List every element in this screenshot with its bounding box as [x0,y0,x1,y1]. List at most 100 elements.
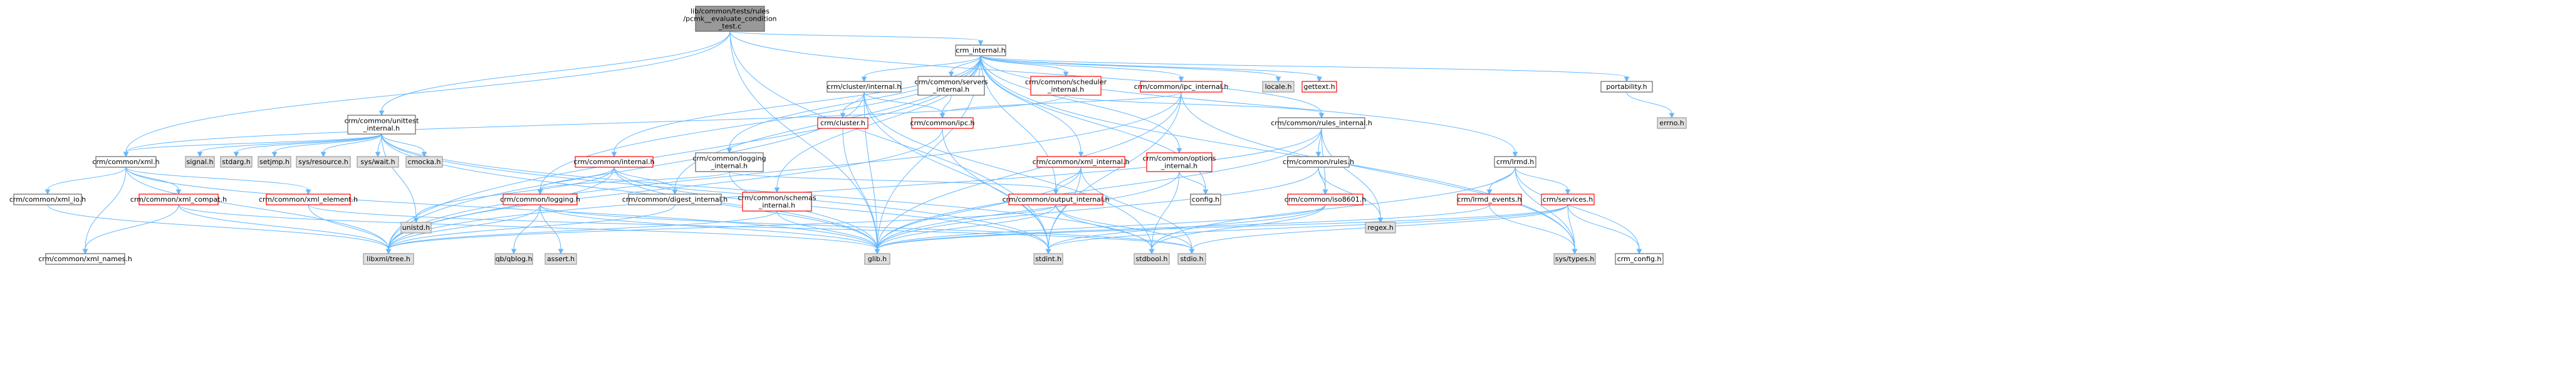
node-xml-io[interactable]: crm/common/xml_io.h [9,194,86,205]
node-sys-wait[interactable]: sys/wait.h [357,156,399,168]
edge-line [980,55,1627,78]
node-box [1036,156,1125,168]
node-servers-internal[interactable]: crm/common/servers_internal.h [915,76,988,96]
node-lrmd-events[interactable]: crm/lrmd_events.h [1457,194,1522,205]
node-libxml-tree[interactable]: libxml/tree.h [363,253,414,265]
node-setjmp[interactable]: setjmp.h [258,156,291,168]
node-digest-internal[interactable]: crm/common/digest_internal.h [622,194,727,205]
edge-line [125,133,382,153]
node-label: crm/common/ipc_internal.h [1134,83,1229,91]
edge-line [1318,167,1381,219]
node-logging-internal[interactable]: crm/common/logging_internal.h [692,152,766,172]
node-crm-config[interactable]: crm_config.h [1615,253,1664,265]
node-gettext[interactable]: gettext.h [1301,81,1337,93]
node-locale[interactable]: locale.h [1262,81,1295,93]
edge-line [199,133,382,153]
node-glib[interactable]: glib.h [864,253,890,265]
node-common-xml[interactable]: crm/common/xml.h [92,156,160,168]
node-schemas-internal[interactable]: crm/common/schemas_internal.h [738,192,816,212]
edge-arrowhead [558,249,564,255]
edge-line [877,91,1182,250]
node-unittest-internal[interactable]: crm/common/unittest_internal.h [345,115,420,135]
node-common-logging[interactable]: crm/common/logging.h [500,194,580,205]
node-signal[interactable]: signal.h [185,156,215,168]
node-regex[interactable]: regex.h [1365,222,1396,234]
edge-arrowhead [1275,76,1281,83]
edge-line [951,55,981,73]
edge-line [1151,171,1180,250]
node-crm-internal[interactable]: crm_internal.h [955,44,1006,56]
edge-line [877,167,1082,250]
node-xml-compat[interactable]: crm/common/xml_compat.h [130,194,227,205]
node-services[interactable]: crm/services.h [1541,194,1595,205]
node-label: crm/common/unittest [345,117,420,125]
node-ipc-internal[interactable]: crm/common/ipc_internal.h [1134,81,1229,93]
node-qb-qblog[interactable]: qb/qblog.h [494,253,533,265]
edge-layer [44,31,1675,255]
edge-output_internal-to-stdbool [1055,204,1155,255]
edge-line [381,133,417,219]
node-stdbool[interactable]: stdbool.h [1134,253,1170,265]
node-options-internal[interactable]: crm/common/options_internal.h [1143,152,1216,172]
node-common-internal[interactable]: crm/common/internal.h [573,156,655,168]
edge-arrowhead [123,152,129,158]
node-label: stdarg.h [222,158,251,166]
edge-line [729,31,1049,250]
edge-crm_internal-to-ipc_internal [980,55,1184,83]
edge-line [415,167,615,219]
node-stdarg[interactable]: stdarg.h [220,156,253,168]
edge-line [1048,91,1182,250]
node-output-internal[interactable]: crm/common/output_internal.h [1003,194,1110,205]
node-unistd[interactable]: unistd.h [400,222,432,234]
node-common-ipc[interactable]: crm/common/ipc.h [910,117,975,129]
edge-xml_compat-to-xml_names [82,204,179,255]
node-sys-resource[interactable]: sys/resource.h [296,156,351,168]
node-label: setjmp.h [259,158,289,166]
node-cmocka[interactable]: cmocka.h [405,156,443,168]
edge-line [980,55,1279,78]
node-crm-cluster[interactable]: crm/cluster.h [817,117,868,129]
edge-line [388,204,675,250]
edge-line [877,167,1319,250]
edge-cluster_internal-to-libxml_tree [385,91,865,255]
edge-arrowhead [1176,148,1182,154]
node-xml-internal[interactable]: crm/common/xml_internal.h [1033,156,1130,168]
node-label: crm/common/xml_io.h [9,195,86,204]
node-stdint[interactable]: stdint.h [1033,253,1063,265]
node-sys-types[interactable]: sys/types.h [1553,253,1596,265]
node-label: cmocka.h [408,158,441,166]
node-iso8601[interactable]: crm/common/iso8601.h [1285,194,1366,205]
node-scheduler-internal[interactable]: crm/common/scheduler_internal.h [1025,76,1107,96]
node-label: crm/common/options [1143,155,1216,163]
node-box [1190,194,1221,205]
edge-line [513,204,541,250]
node-config[interactable]: config.h [1190,194,1221,205]
node-cluster-internal[interactable]: crm/cluster/internal.h [827,81,902,93]
edge-arrowhead [175,189,182,195]
node-label: crm/common/servers [915,78,988,86]
node-root[interactable]: lib/common/tests/rules/pcmk__evaluate_co… [683,6,777,32]
edge-line [388,91,865,250]
edge-unittest_internal-to-unistd [381,133,419,224]
edge-line [1080,167,1192,250]
node-common-rules[interactable]: crm/common/rules.h [1283,156,1354,168]
edge-line [1515,167,1568,190]
edge-arrowhead [378,110,385,116]
node-errno[interactable]: errno.h [1657,117,1687,129]
node-label: crm/common/rules_internal.h [1271,119,1372,127]
node-assert[interactable]: assert.h [545,253,577,265]
node-box [1615,253,1664,265]
edge-line [863,55,981,78]
edge-line [1055,167,1082,190]
node-stdio[interactable]: stdio.h [1177,253,1206,265]
edge-logging_internal-to-common_logging [537,171,730,195]
node-rules-internal[interactable]: crm/common/rules_internal.h [1271,117,1372,129]
edge-line [980,55,1516,153]
edge-arrowhead [1078,152,1084,158]
edge-common_logging-to-qb_qblog [511,204,541,255]
node-lrmd[interactable]: crm/lrmd.h [1494,156,1536,168]
node-portability[interactable]: portability.h [1600,81,1653,93]
edge-common_internal-to-unistd [413,167,615,224]
node-xml-element[interactable]: crm/common/xml_element.h [259,194,358,205]
node-xml-names[interactable]: crm/common/xml_names.h [38,253,132,265]
